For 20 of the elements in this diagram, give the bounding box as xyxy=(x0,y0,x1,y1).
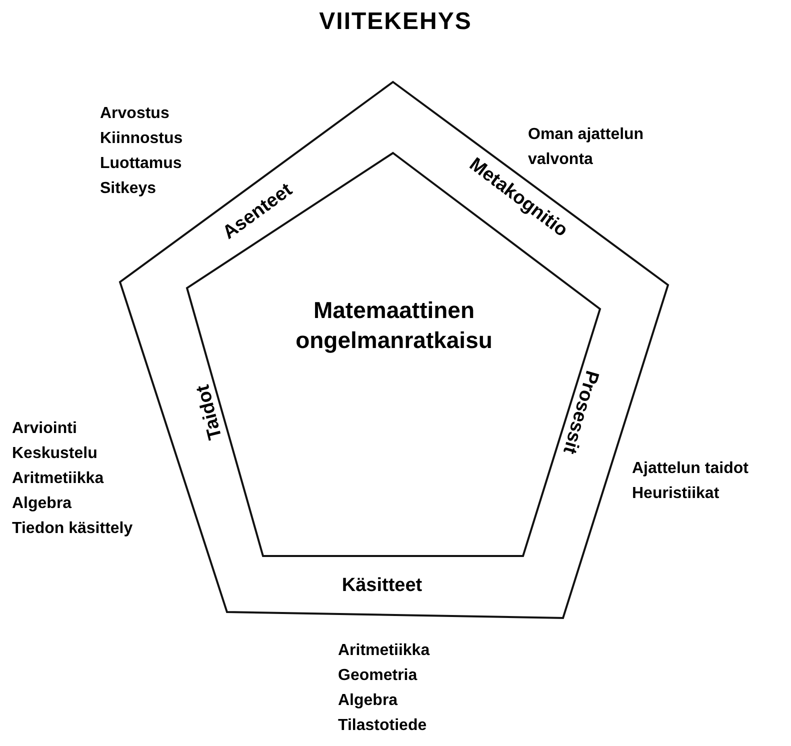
list-item: Luottamus xyxy=(100,154,182,174)
side-label: Käsitteet xyxy=(342,575,422,597)
side-label: Taidot xyxy=(192,382,228,442)
list-item: Tilastotiede xyxy=(338,716,427,736)
list-item: Kiinnostus xyxy=(100,129,183,149)
list-item: Algebra xyxy=(338,691,398,711)
list-item: Arvostus xyxy=(100,104,170,124)
list-item: Arviointi xyxy=(12,419,77,439)
list-item: Algebra xyxy=(12,494,72,514)
list-item: Heuristiikat xyxy=(632,484,720,504)
list-item: Tiedon käsittely xyxy=(12,519,133,539)
list-item: Sitkeys xyxy=(100,179,156,199)
diagram-title: VIITEKEHYS xyxy=(318,8,473,36)
center-label: Matemaattinen ongelmanratkaisu xyxy=(294,296,494,354)
list-item: Aritmetiikka xyxy=(338,641,430,661)
list-item: Ajattelun taidot xyxy=(632,459,748,479)
list-item: Geometria xyxy=(338,666,418,686)
list-item: Keskustelu xyxy=(12,444,98,464)
inner-pentagon xyxy=(185,151,603,558)
list-item: Aritmetiikka xyxy=(12,469,104,489)
